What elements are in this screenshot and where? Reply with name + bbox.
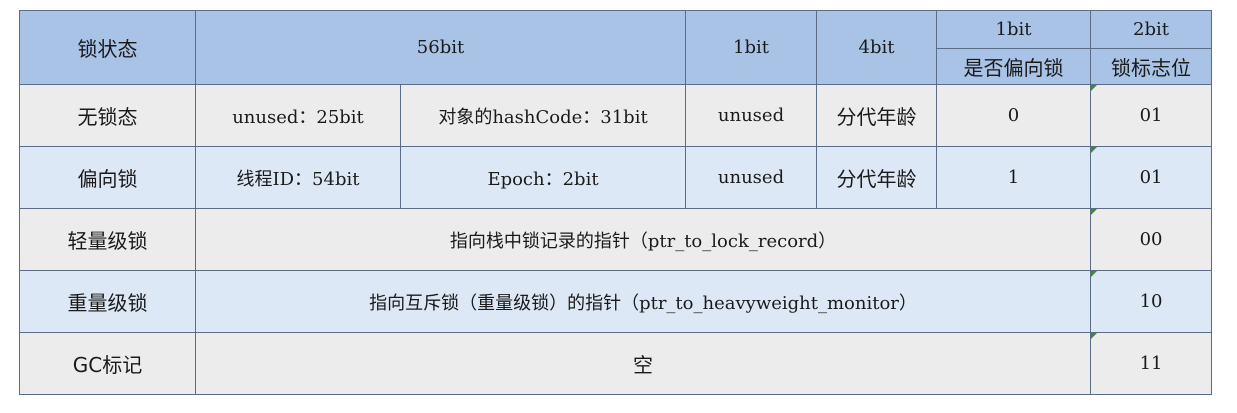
cell-lock-flag: 00 — [1090, 208, 1213, 271]
cell-hashcode-31bit: 对象的hashCode：31bit — [399, 84, 687, 147]
row-state-biased: 偏向锁 — [19, 146, 196, 209]
mark-word-table-container: 锁状态 56bit 1bit 4bit 1bit 2bit 是否偏向锁 锁标志位… — [19, 10, 1213, 395]
cell-empty: 空 — [194, 332, 1092, 395]
header-row-bottom: 是否偏向锁 锁标志位 — [20, 48, 1213, 85]
header-row-top: 锁状态 56bit 1bit 4bit 1bit 2bit — [19, 10, 1213, 85]
table-row-heavyweight: 重量级锁 指向互斥锁（重量级锁）的指针（ptr_to_heavyweight_m… — [19, 270, 1213, 333]
cell-epoch-2bit: Epoch：2bit — [399, 146, 687, 209]
cell-age: 分代年龄 — [816, 84, 938, 147]
cell-unused-1bit: unused — [685, 146, 818, 209]
table-row-unlocked: 无锁态 unused：25bit 对象的hashCode：31bit unuse… — [19, 84, 1213, 147]
cell-thread-id-54bit: 线程ID：54bit — [195, 146, 401, 209]
row-state-unlocked: 无锁态 — [19, 84, 196, 147]
header-2bit: 2bit — [1090, 10, 1213, 49]
cell-ptr-lock-record: 指向栈中锁记录的指针（ptr_to_lock_record） — [194, 208, 1092, 271]
mark-word-table: 锁状态 56bit 1bit 4bit 1bit 2bit 是否偏向锁 锁标志位… — [19, 10, 1213, 395]
table-row-gc-mark: GC标记 空 11 — [19, 332, 1213, 395]
header-lock-state: 锁状态 — [19, 10, 196, 85]
cell-lock-flag: 01 — [1090, 84, 1213, 147]
row-state-lightweight: 轻量级锁 — [19, 208, 196, 271]
cell-biased-bit: 1 — [936, 146, 1092, 209]
cell-lock-flag: 01 — [1090, 146, 1213, 209]
header-lock-flag: 锁标志位 — [1090, 48, 1213, 85]
cell-age: 分代年龄 — [816, 146, 938, 209]
header-biased-flag: 是否偏向锁 — [936, 48, 1092, 85]
cell-lock-flag: 10 — [1090, 270, 1213, 333]
cell-unused-1bit: unused — [685, 84, 818, 147]
header-1bit-unused: 1bit — [685, 10, 818, 85]
header-1bit-biased: 1bit — [936, 10, 1092, 49]
row-state-gc-mark: GC标记 — [19, 332, 196, 395]
cell-lock-flag: 11 — [1090, 332, 1213, 395]
table-row-biased: 偏向锁 线程ID：54bit Epoch：2bit unused 分代年龄 1 … — [19, 146, 1213, 209]
header-4bit: 4bit — [816, 10, 938, 85]
header-56bit: 56bit — [194, 10, 687, 85]
cell-unused-25bit: unused：25bit — [195, 84, 401, 147]
cell-ptr-heavyweight-monitor: 指向互斥锁（重量级锁）的指针（ptr_to_heavyweight_monito… — [194, 270, 1092, 333]
cell-biased-bit: 0 — [936, 84, 1092, 147]
table-row-lightweight: 轻量级锁 指向栈中锁记录的指针（ptr_to_lock_record） 00 — [19, 208, 1213, 271]
row-state-heavyweight: 重量级锁 — [19, 270, 196, 333]
